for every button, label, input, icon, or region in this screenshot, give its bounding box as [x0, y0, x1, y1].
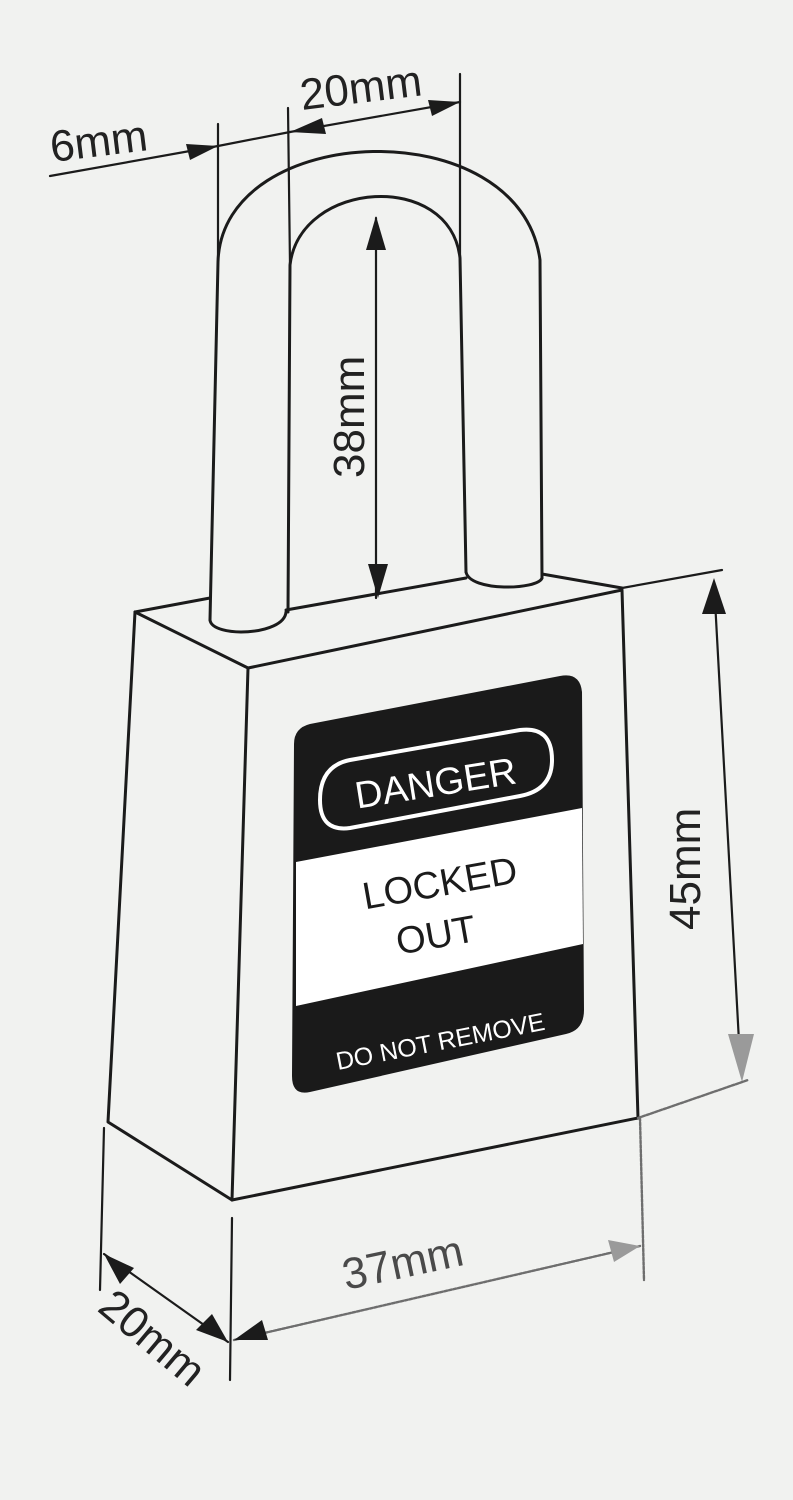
dimension-shackle-clearance: 38mm: [325, 216, 388, 600]
dimension-shackle-diameter: 6mm: [47, 106, 292, 267]
dimension-body-height: 45mm: [620, 568, 754, 1120]
dimension-text-shackle-width: 20mm: [297, 56, 424, 120]
dimension-text-body-height: 45mm: [661, 808, 710, 930]
dimension-text-body-width: 37mm: [338, 1226, 468, 1299]
dimension-text-shackle-clearance: 38mm: [325, 356, 374, 478]
dimension-text-body-depth: 20mm: [90, 1280, 215, 1396]
shackle: [208, 149, 544, 634]
danger-label: DANGER LOCKED OUT DO NOT REMOVE: [292, 675, 584, 1093]
dimension-text-shackle-diameter: 6mm: [47, 111, 150, 172]
dimension-body-depth: 20mm: [90, 1126, 230, 1396]
